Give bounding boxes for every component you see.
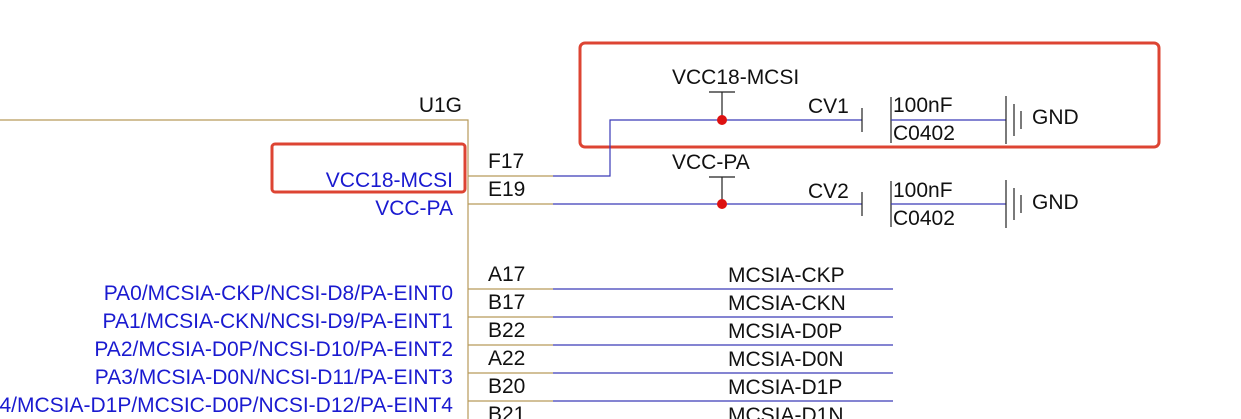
signal-pin-row: PA2/MCSIA-D0P/NCSI-D10/PA-EINT2 B22 MCSI… [94, 319, 893, 361]
ground-label-cv1: GND [1032, 106, 1079, 129]
ground-icon-cv1 [1005, 96, 1022, 144]
cap-footprint-cv1: C0402 [893, 122, 955, 145]
signal-pin-row: PA1/MCSIA-CKN/NCSI-D9/PA-EINT1 B17 MCSIA… [103, 291, 893, 333]
pin-number: B22 [488, 319, 525, 342]
pin-name: PA4/MCSIA-D1P/MCSIC-D0P/NCSI-D12/PA-EINT… [0, 394, 453, 417]
signal-pin-row: PA4/MCSIA-D1P/MCSIC-D0P/NCSI-D12/PA-EINT… [0, 375, 893, 417]
pin-number: B20 [488, 375, 525, 398]
junction-dot-cv2 [717, 199, 727, 209]
ic-designator: U1G [419, 94, 462, 117]
signal-pin-row: PA0/MCSIA-CKP/NCSI-D8/PA-EINT0 A17 MCSIA… [104, 263, 893, 305]
power-port-label-vcc-pa: VCC-PA [672, 151, 750, 174]
capacitor-cv1: VCC18-MCSI CV1 100nF C0402 GND [672, 66, 1079, 145]
pin-number-f17: F17 [488, 150, 524, 173]
pin-number: B17 [488, 291, 525, 314]
highlight-box-decoupling-cap [578, 41, 1161, 149]
ground-icon-cv2 [1005, 180, 1022, 228]
cap-ref-cv2: CV2 [808, 180, 849, 203]
power-port-label-vcc18-mcsi: VCC18-MCSI [672, 66, 799, 89]
cap-value-cv2: 100nF [893, 179, 953, 202]
pin-number: A22 [488, 347, 525, 370]
net-label: MCSIA-D0P [728, 320, 842, 343]
signal-pin-row: PA3/MCSIA-D0N/NCSI-D11/PA-EINT3 A22 MCSI… [95, 347, 893, 389]
net-label: MCSIA-D0N [728, 348, 844, 371]
highlight-box-pin-vcc18 [270, 142, 467, 194]
pin-name: PA0/MCSIA-CKP/NCSI-D8/PA-EINT0 [104, 282, 453, 305]
pin-number-e19: E19 [488, 178, 525, 201]
cap-footprint-cv2: C0402 [893, 207, 955, 230]
pin-name-vcc18-mcsi: VCC18-MCSI [326, 169, 453, 192]
pin-name: PA1/MCSIA-CKN/NCSI-D9/PA-EINT1 [103, 310, 453, 333]
pin-name: PA2/MCSIA-D0P/NCSI-D10/PA-EINT2 [94, 338, 453, 361]
wire-vcc18-mcsi [553, 119, 862, 177]
net-label: MCSIA-D1N [728, 404, 844, 419]
cap-value-cv1: 100nF [893, 94, 953, 117]
junction-dot-cv1 [717, 115, 727, 125]
capacitor-cv2: VCC-PA CV2 100nF C0402 GND [672, 151, 1079, 230]
pin-number: B21 [488, 403, 525, 419]
ic-body-outline [0, 119, 469, 419]
cap-ref-cv1: CV1 [808, 95, 849, 118]
net-label: MCSIA-D1P [728, 376, 842, 399]
net-label: MCSIA-CKP [728, 264, 845, 287]
pin-name-vcc-pa: VCC-PA [375, 197, 453, 220]
ground-label-cv2: GND [1032, 191, 1079, 214]
net-label: MCSIA-CKN [728, 292, 846, 315]
signal-pin-row: B21 MCSIA-D1N [488, 403, 844, 419]
pin-number: A17 [488, 263, 525, 286]
pin-name: PA3/MCSIA-D0N/NCSI-D11/PA-EINT3 [95, 366, 453, 389]
